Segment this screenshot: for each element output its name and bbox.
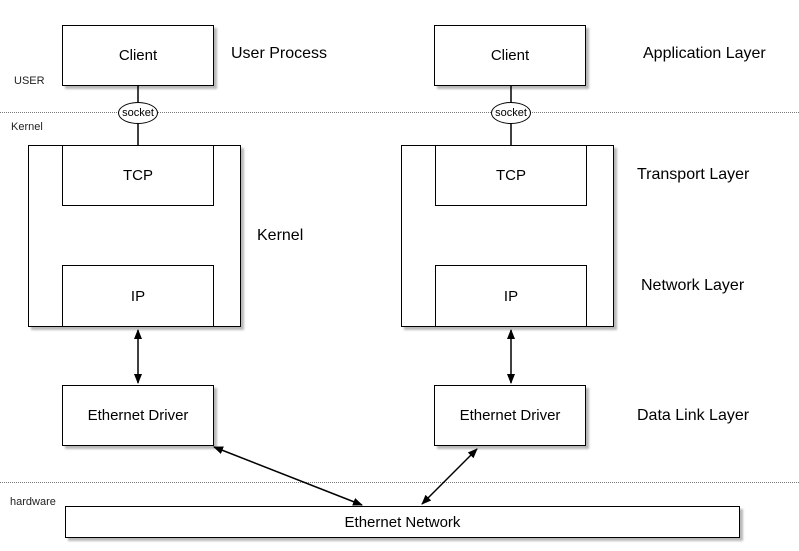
region-label-user: USER (14, 75, 45, 87)
left-tcp-box: TCP (62, 145, 214, 206)
left-ip-label: IP (130, 287, 146, 305)
right-ethernet-driver-label: Ethernet Driver (459, 407, 561, 424)
right-tcp-label: TCP (496, 167, 526, 184)
transport-layer-label: Transport Layer (637, 166, 750, 183)
left-socket: socket (118, 102, 158, 124)
kernel-hardware-divider (0, 482, 799, 483)
data-link-layer-label: Data Link Layer (637, 407, 750, 424)
right-tcp-box: TCP (435, 145, 587, 206)
right-socket-label: socket (495, 107, 527, 119)
right-client-box: Client (434, 25, 586, 86)
left-driver-network-arrow (213, 446, 363, 506)
left-socket-label: socket (122, 107, 154, 119)
left-kernel-frame: TCP IP (28, 145, 241, 327)
right-ip-box: IP (435, 265, 587, 327)
right-client-label: Client (490, 47, 530, 64)
right-kernel-frame: TCP IP (401, 145, 614, 327)
kernel-label: Kernel (257, 227, 304, 244)
right-socket: socket (491, 102, 531, 124)
ethernet-network-label: Ethernet Network (344, 513, 461, 531)
region-label-kernel: Kernel (11, 121, 43, 133)
ethernet-network-box: Ethernet Network (65, 506, 740, 538)
left-ethernet-driver-box: Ethernet Driver (62, 385, 214, 446)
user-kernel-divider (0, 112, 799, 113)
left-ethernet-driver-label: Ethernet Driver (87, 407, 189, 424)
right-ethernet-driver-box: Ethernet Driver (434, 385, 586, 446)
right-driver-network-arrow (421, 448, 478, 505)
right-ip-label: IP (503, 287, 519, 305)
user-process-label: User Process (231, 45, 328, 62)
left-ip-box: IP (62, 265, 214, 327)
left-client-label: Client (118, 47, 158, 64)
left-tcp-label: TCP (123, 167, 153, 184)
region-label-hardware: hardware (10, 496, 56, 508)
application-layer-label: Application Layer (643, 45, 766, 62)
network-layer-label: Network Layer (641, 277, 745, 294)
left-client-box: Client (62, 25, 214, 86)
